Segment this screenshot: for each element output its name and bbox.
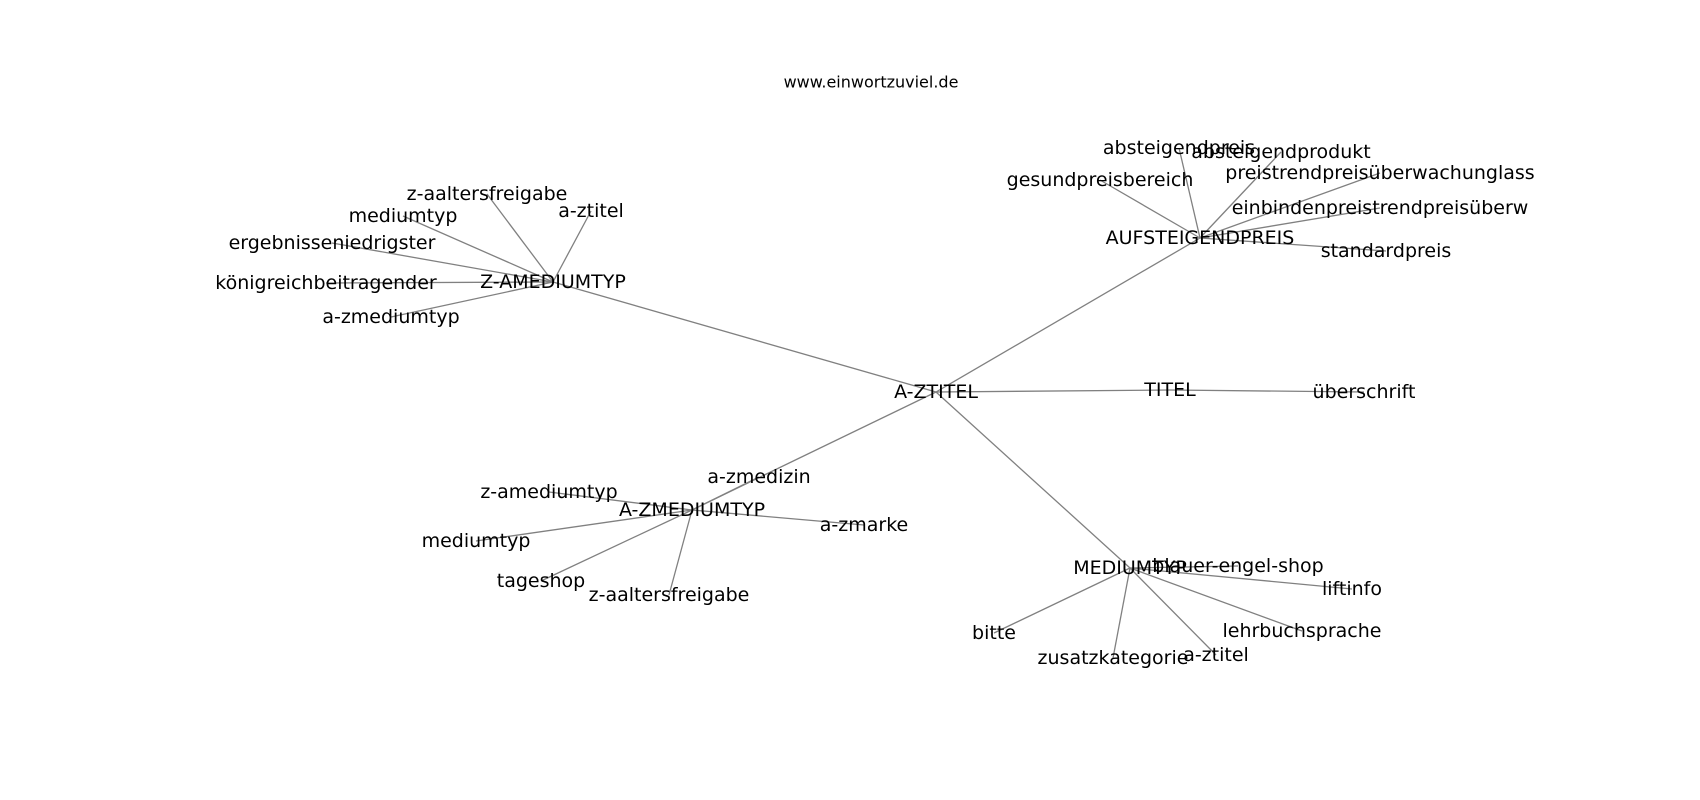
root-node-label: A-ZTITEL xyxy=(894,381,978,403)
edge-hub-to-leaf xyxy=(486,193,554,283)
leaf-node-label: a-zmedizin xyxy=(707,466,810,488)
edge-hub-to-leaf xyxy=(691,476,760,511)
edge-layer xyxy=(325,147,1387,659)
site-title: www.einwortzuviel.de xyxy=(784,73,959,92)
edge-hub-to-leaf xyxy=(331,242,554,283)
edge-hub-to-leaf xyxy=(540,509,693,582)
edge-hub-to-leaf xyxy=(552,210,592,283)
edge-hub-to-leaf xyxy=(1129,567,1303,632)
hub-node-label: TITEL xyxy=(1143,379,1196,401)
leaf-node-label: ergebnisseniedrigster xyxy=(229,232,436,254)
leaf-node-label: z-aaltersfreigabe xyxy=(407,183,568,205)
hub-node-label: A-ZMEDIUMTYP xyxy=(619,499,765,521)
edge-hub-to-leaf xyxy=(1199,237,1387,252)
hub-node-label: Z-AMEDIUMTYP xyxy=(480,271,626,293)
edge-hub-to-leaf xyxy=(1099,179,1201,239)
leaf-node-label: absteigendprodukt xyxy=(1191,141,1371,163)
hub-node-label: MEDIUMTYP xyxy=(1073,557,1187,579)
leaf-node-label: standardpreis xyxy=(1321,240,1452,262)
leaf-node-label: liftinfo xyxy=(1322,578,1382,600)
leaf-node-label: a-ztitel xyxy=(1183,644,1249,666)
leaf-node-label: a-zmarke xyxy=(820,514,908,536)
leaf-node-label: lehrbuchsprache xyxy=(1222,620,1381,642)
leaf-node-label: mediumtyp xyxy=(349,205,458,227)
edge-hub-to-leaf xyxy=(548,491,693,511)
leaf-node-label: tageshop xyxy=(497,570,585,592)
edge-hub-to-leaf xyxy=(1129,565,1239,569)
edge-hub-to-leaf xyxy=(475,509,693,542)
leaf-node-label: einbindenpreistrendpreisüberw xyxy=(1232,197,1529,219)
edge-hub-to-leaf xyxy=(1129,567,1353,590)
leaf-node-label: blauer-engel-shop xyxy=(1152,555,1323,577)
label-layer: A-ZTITELZ-AMEDIUMTYPz-aaltersfreigabemed… xyxy=(215,137,1534,669)
edge-hub-to-leaf xyxy=(325,281,554,284)
edge-root-to-hub xyxy=(935,391,1131,569)
edge-hub-to-leaf xyxy=(1169,389,1365,393)
edge-hub-to-leaf xyxy=(1129,567,1217,656)
leaf-node-label: z-amediumtyp xyxy=(480,481,617,503)
edge-hub-to-leaf xyxy=(390,281,554,318)
leaf-node-label: a-ztitel xyxy=(558,200,624,222)
leaf-node-label: überschrift xyxy=(1313,381,1416,403)
leaf-node-label: gesundpreisbereich xyxy=(1007,169,1194,191)
edge-hub-to-leaf xyxy=(993,567,1131,634)
edge-hub-to-leaf xyxy=(1199,207,1381,239)
leaf-node-label: a-zmediumtyp xyxy=(322,306,459,328)
edge-root-to-hub xyxy=(935,389,1171,393)
edge-hub-to-leaf xyxy=(1199,172,1381,239)
leaf-node-label: zusatzkategorie xyxy=(1038,647,1189,669)
leaf-node-label: bitte xyxy=(972,622,1016,644)
hub-node-label: AUFSTEIGENDPREIS xyxy=(1106,227,1295,249)
leaf-node-label: preistrendpreisüberwachunglass xyxy=(1225,162,1534,184)
leaf-node-label: mediumtyp xyxy=(422,530,531,552)
edge-hub-to-leaf xyxy=(1199,151,1282,239)
edge-hub-to-leaf xyxy=(691,509,865,526)
leaf-node-label: königreichbeitragender xyxy=(215,272,437,294)
leaf-node-label: absteigendpreis xyxy=(1103,137,1255,159)
edge-hub-to-leaf xyxy=(1178,147,1201,239)
edge-hub-to-leaf xyxy=(668,509,693,596)
edge-root-to-hub xyxy=(935,237,1201,393)
edge-root-to-hub xyxy=(552,281,937,393)
edge-hub-to-leaf xyxy=(1112,567,1131,659)
leaf-node-label: z-aaltersfreigabe xyxy=(589,584,750,606)
edge-hub-to-leaf xyxy=(402,215,554,283)
